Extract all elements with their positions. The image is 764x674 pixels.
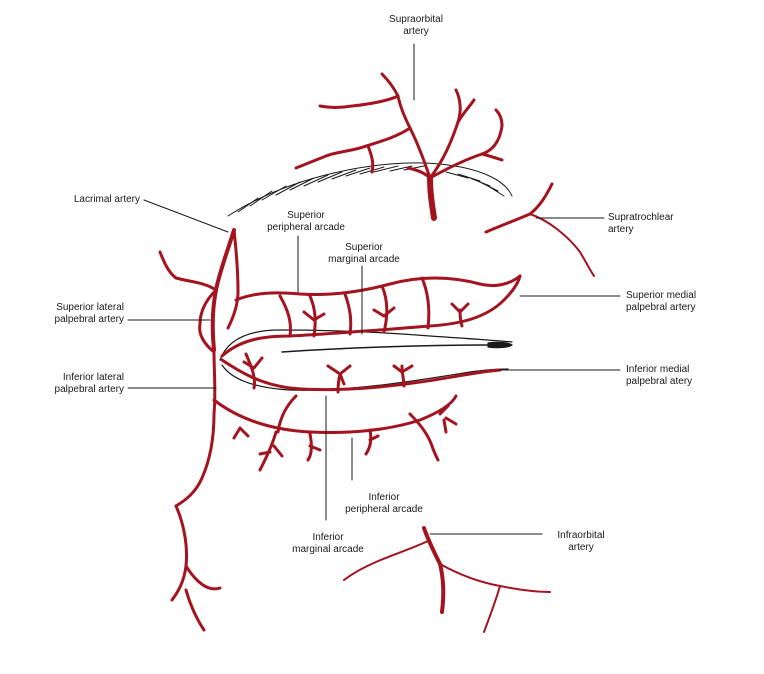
- supraorbital-artery-label: Supraorbital artery: [389, 14, 443, 37]
- lacrimal-artery-label: Lacrimal artery: [73, 194, 140, 205]
- inferior-peripheral-arcade-label: Inferior peripheral arcade: [345, 492, 423, 515]
- supraorbital-artery-trunk: [427, 175, 437, 221]
- superior-lateral-palpebral-artery-label: Superior lateral palpebral artery: [54, 302, 124, 325]
- inferior-marginal-arcade: [220, 358, 502, 392]
- supratrochlear-artery-label: Supratrochlear artery: [608, 212, 674, 235]
- inferior-lateral-palpebral-artery-label: Inferior lateral palpebral artery: [54, 372, 124, 395]
- superior-peripheral-arcade: [234, 274, 522, 302]
- superior-peripheral-arcade-label: Superior peripheral arcade: [267, 210, 345, 233]
- superior-marginal-arcade: [220, 274, 522, 358]
- leader-lines: [127, 43, 621, 535]
- inferior-medial-palpebral-artery-label: Inferior medial palpebral atery: [626, 364, 693, 387]
- superior-medial-palpebral-artery-label: Superior medial palpebral artery: [626, 290, 697, 313]
- arteries: [158, 72, 595, 633]
- inferior-marginal-arcade-label: Inferior marginal arcade: [292, 532, 364, 555]
- inferior-peripheral-arcade: [212, 394, 458, 434]
- eyebrow: [227, 162, 513, 217]
- infraorbital-artery-label: Infraorbital artery: [557, 530, 605, 553]
- superior-marginal-arcade-label: Superior marginal arcade: [328, 242, 400, 265]
